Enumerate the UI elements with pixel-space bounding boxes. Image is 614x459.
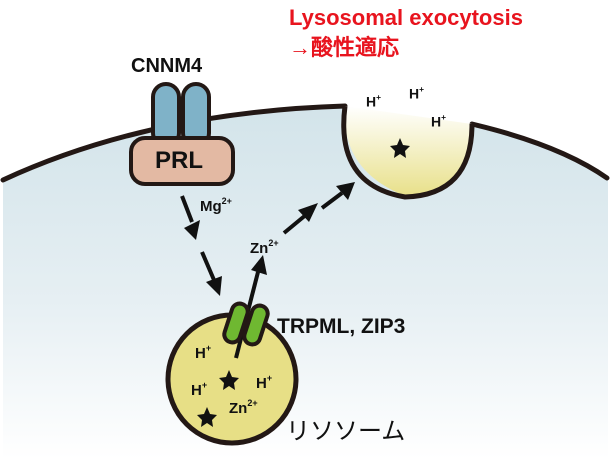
trpml-zip3-label: TRPML, ZIP3	[277, 315, 406, 338]
vesicle-proton-2: H+	[409, 84, 425, 102]
lysosome-proton-3: H+	[256, 373, 273, 392]
zn-arrow-2	[320, 182, 355, 210]
lysosome-zinc: Zn2+	[229, 398, 258, 417]
title-line-2: →酸性適応	[289, 35, 400, 60]
title-line-1: Lysosomal exocytosis	[289, 5, 523, 30]
mg-arrow-1	[180, 195, 200, 240]
prl-protein	[129, 136, 235, 186]
trpml-subunit-left	[222, 301, 250, 345]
mg-arrow-2	[200, 251, 222, 296]
prl-label: PRL	[155, 147, 203, 174]
zn-arrow-1	[282, 203, 318, 235]
cell-cytoplasm	[3, 108, 608, 459]
vesicle-proton-3: H+	[431, 112, 447, 130]
exocytic-vesicle-membrane	[341, 105, 475, 200]
star-lysosome-1	[219, 370, 239, 390]
star-vesicle	[390, 138, 410, 158]
trpml-subunit-right	[242, 303, 270, 347]
mg-ion-label: Mg2+	[200, 196, 232, 215]
lysosome-proton-1: H+	[195, 343, 212, 362]
lysosome-proton-2: H+	[191, 380, 208, 399]
cnnm4-label: CNNM4	[131, 55, 203, 77]
plasma-membrane-right	[469, 121, 610, 181]
zn-ion-label: Zn2+	[250, 238, 279, 257]
star-lysosome-2	[197, 407, 217, 427]
exocytic-vesicle	[344, 106, 472, 197]
lysosome-label: リソソーム	[286, 418, 406, 445]
vesicle-proton-1: H+	[366, 92, 382, 110]
